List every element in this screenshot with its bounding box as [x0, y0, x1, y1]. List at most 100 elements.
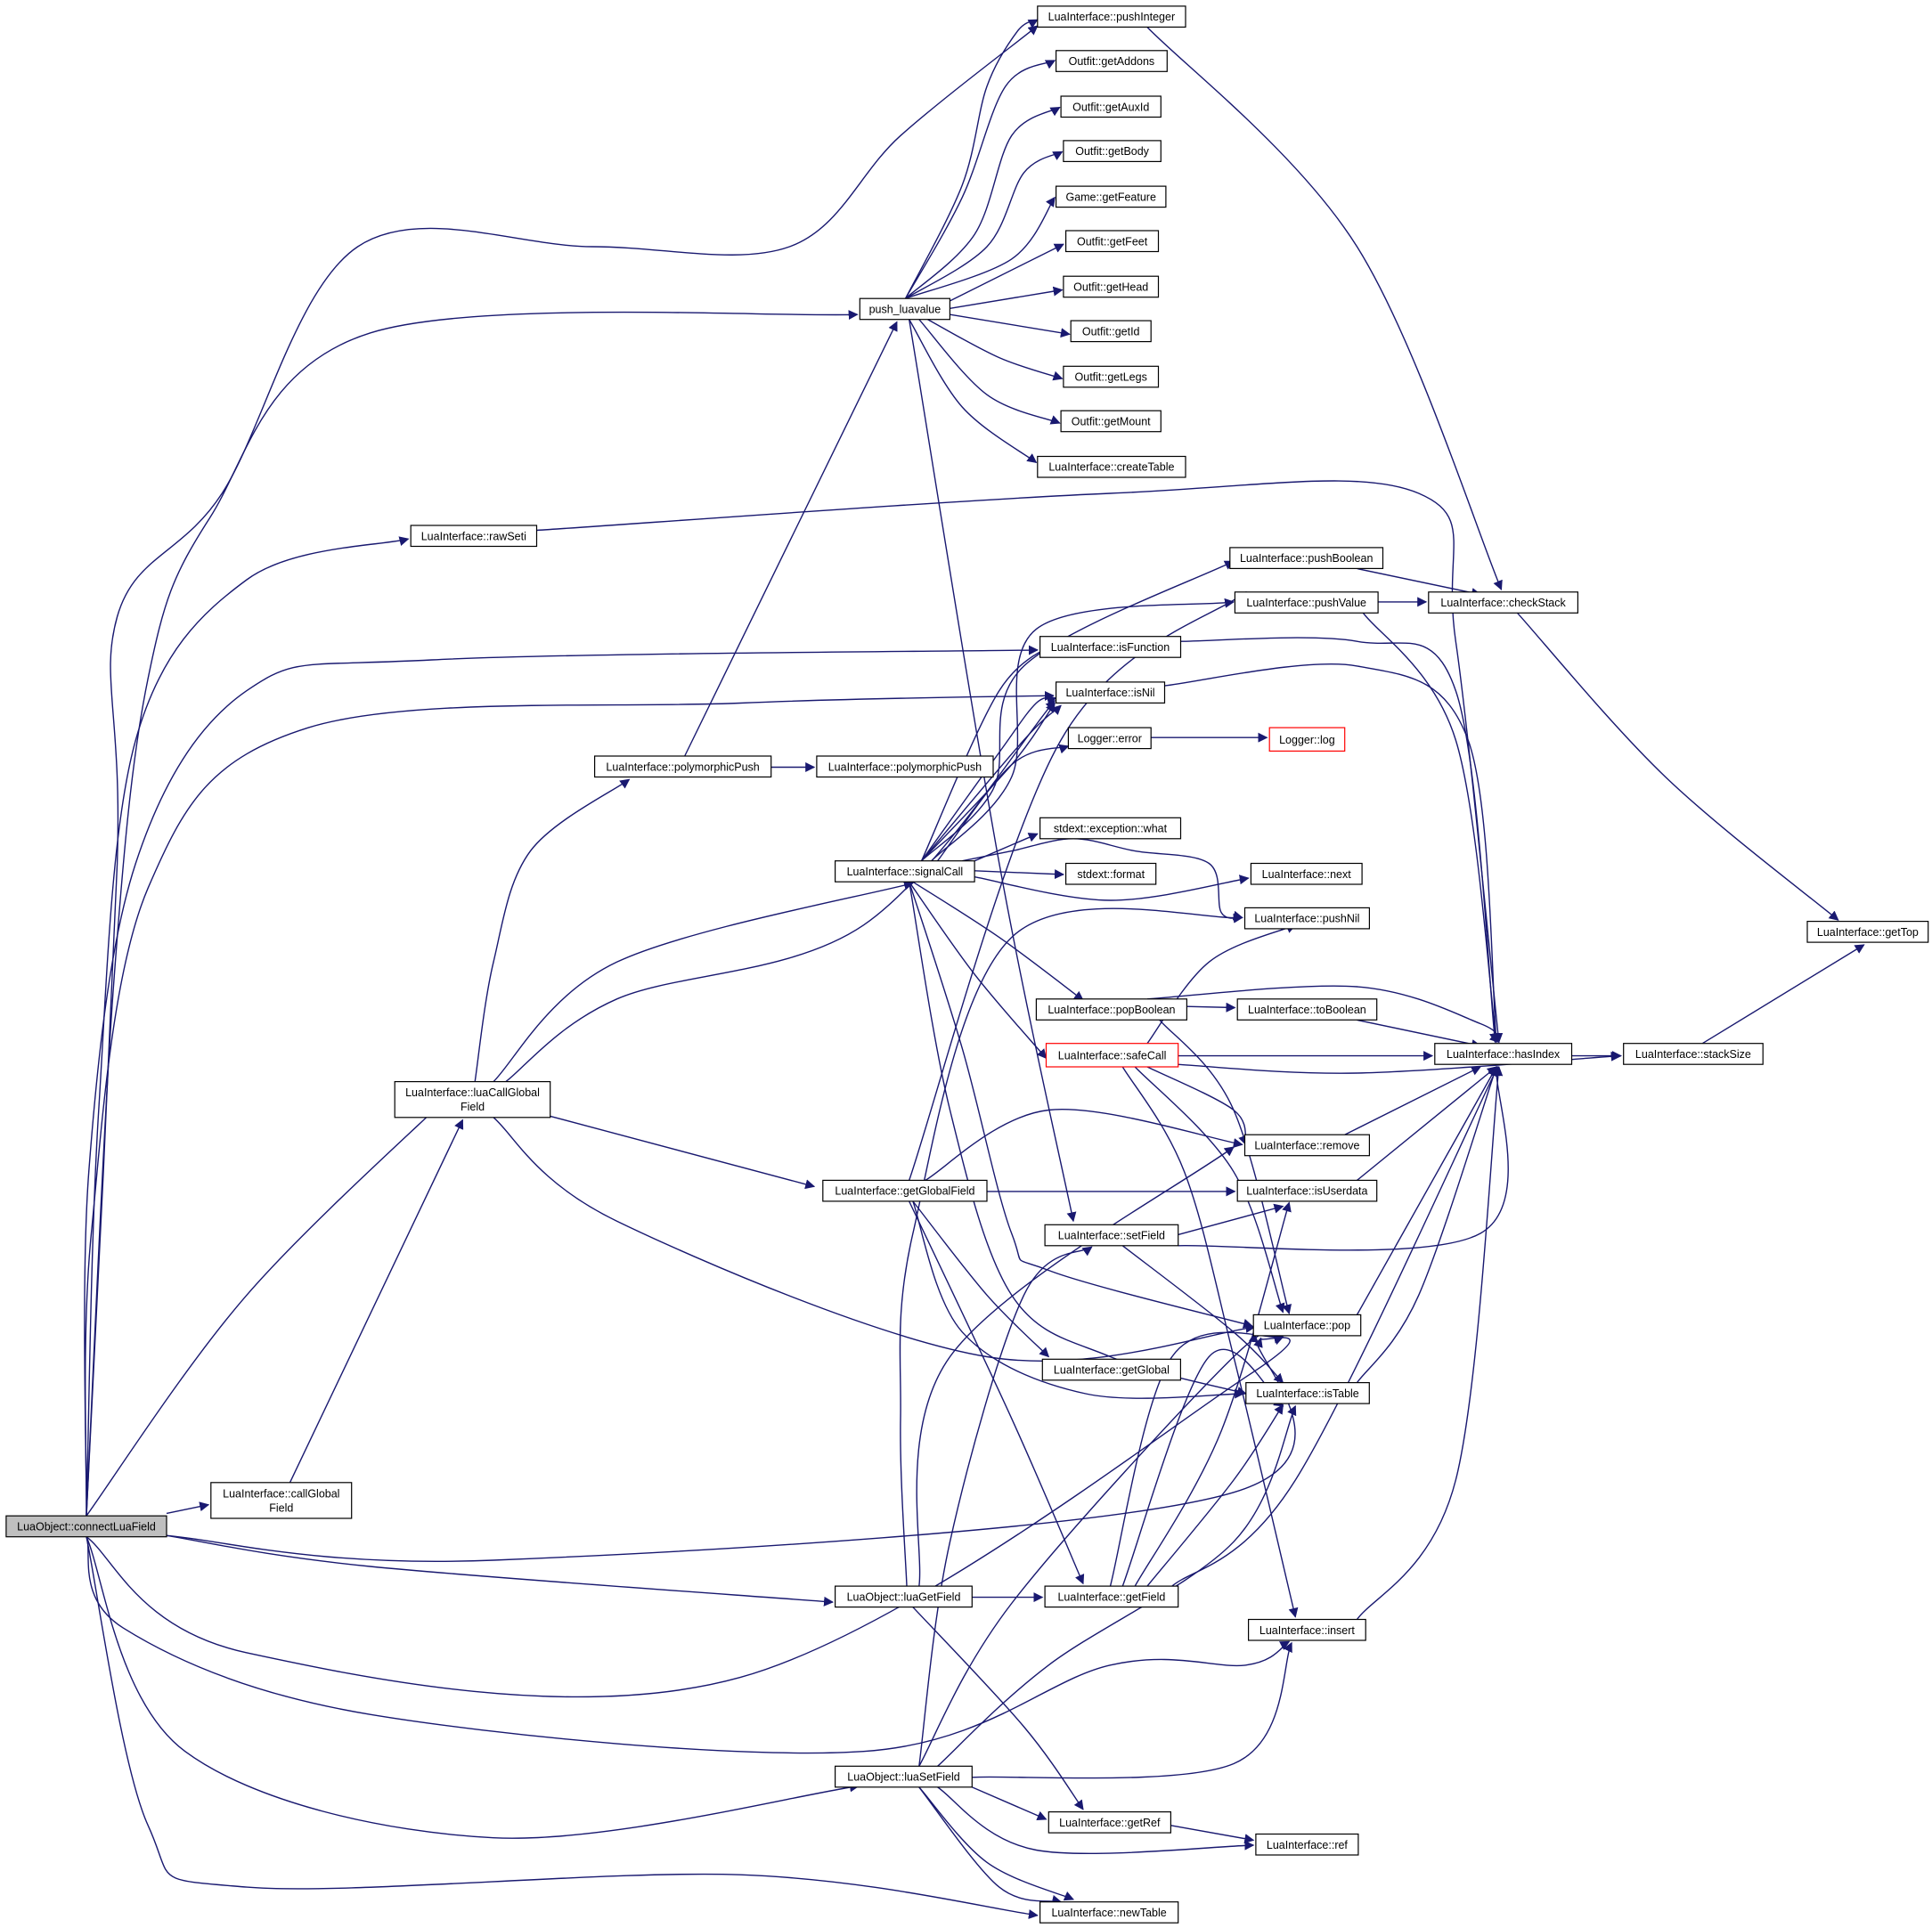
node-label: LuaObject::luaGetField	[847, 1590, 961, 1603]
node-box	[1234, 591, 1379, 614]
node-box	[1250, 862, 1363, 885]
node-ref[interactable]: LuaInterface::ref	[1255, 1833, 1359, 1856]
node-box	[859, 297, 950, 321]
node-luaSetField[interactable]: LuaObject::luaSetField	[834, 1765, 973, 1788]
node-getFeet[interactable]: Outfit::getFeet	[1064, 230, 1160, 253]
node-box	[1055, 50, 1168, 72]
nodes: LuaObject::connectLuaFieldLuaInterface::…	[5, 5, 1929, 1924]
node-isNil[interactable]: LuaInterface::isNil	[1055, 681, 1166, 704]
node-exceptionWhat[interactable]: stdext::exception::what	[1039, 817, 1182, 840]
node-label: LuaInterface::getGlobalField	[835, 1185, 974, 1198]
call-edge	[905, 106, 1061, 299]
node-label: Game::getFeature	[1065, 191, 1155, 203]
call-edge	[904, 19, 1039, 299]
node-getRef[interactable]: LuaInterface::getRef	[1048, 1810, 1172, 1834]
call-edge	[909, 591, 1247, 1181]
node-label: LuaInterface::polymorphicPush	[828, 761, 982, 773]
node-box	[1070, 320, 1152, 343]
node-getAuxId[interactable]: Outfit::getAuxId	[1060, 95, 1162, 118]
node-loggerLog[interactable]: Logger::log	[1268, 727, 1346, 752]
node-getField[interactable]: LuaInterface::getField	[1044, 1585, 1179, 1608]
call-edge	[1357, 1019, 1482, 1049]
node-hasIndex[interactable]: LuaInterface::hasIndex	[1434, 1043, 1573, 1065]
node-label: Outfit::getId	[1082, 325, 1140, 338]
node-box	[816, 755, 994, 778]
call-edge	[950, 313, 1071, 338]
node-box	[1044, 1585, 1179, 1608]
node-label: LuaInterface::popBoolean	[1048, 1004, 1175, 1016]
node-pop[interactable]: LuaInterface::pop	[1252, 1314, 1362, 1337]
call-edge	[166, 1534, 834, 1607]
node-pushValue[interactable]: LuaInterface::pushValue	[1234, 591, 1379, 614]
node-pushInteger[interactable]: LuaInterface::pushInteger	[1037, 5, 1186, 28]
call-edge	[86, 536, 410, 1517]
node-newTable[interactable]: LuaInterface::newTable	[1039, 1901, 1179, 1924]
node-loggerError[interactable]: Logger::error	[1067, 727, 1152, 750]
call-edge	[166, 1501, 210, 1515]
node-label: LuaInterface::checkStack	[1440, 597, 1566, 609]
node-isTable[interactable]: LuaInterface::isTable	[1245, 1381, 1370, 1404]
node-label: Outfit::getAuxId	[1072, 101, 1149, 113]
node-toBoolean[interactable]: LuaInterface::toBoolean	[1236, 998, 1378, 1021]
node-box	[1064, 230, 1160, 253]
node-label: LuaInterface::remove	[1254, 1140, 1359, 1152]
call-edge	[1159, 1019, 1292, 1315]
call-edge	[289, 1119, 464, 1484]
call-edge	[909, 882, 1253, 1329]
call-edge	[921, 560, 1235, 862]
call-edge	[84, 645, 1039, 1517]
node-getGlobal[interactable]: LuaInterface::getGlobal	[1041, 1358, 1182, 1381]
node-insert[interactable]: LuaInterface::insert	[1247, 1618, 1366, 1641]
call-edge	[1362, 612, 1501, 1044]
node-box	[834, 860, 975, 883]
node-luaGetField[interactable]: LuaObject::luaGetField	[834, 1585, 973, 1608]
node-createTable[interactable]: LuaInterface::createTable	[1037, 455, 1186, 478]
node-label: LuaInterface::getRef	[1059, 1817, 1161, 1829]
node-box	[410, 525, 538, 548]
node-getLegs[interactable]: Outfit::getLegs	[1063, 365, 1160, 388]
node-signalCall[interactable]: LuaInterface::signalCall	[834, 860, 975, 883]
node-push_luavalue[interactable]: push_luavalue	[859, 297, 950, 321]
call-edge	[493, 1117, 1256, 1363]
call-edge	[972, 1786, 1048, 1821]
node-getHead[interactable]: Outfit::getHead	[1063, 275, 1160, 298]
call-edge	[904, 60, 1056, 299]
node-safeCall[interactable]: LuaInterface::safeCall	[1045, 1043, 1179, 1068]
node-label: LuaInterface::hasIndex	[1447, 1048, 1561, 1061]
node-isUserdata[interactable]: LuaInterface::isUserdata	[1236, 1179, 1378, 1202]
node-box	[1623, 1043, 1764, 1065]
node-polymorphicPush1[interactable]: LuaInterface::polymorphicPush	[593, 755, 772, 778]
node-label: Outfit::getAddons	[1069, 55, 1155, 68]
node-label: LuaInterface::next	[1262, 868, 1352, 881]
node-getTop[interactable]: LuaInterface::getTop	[1806, 920, 1929, 943]
node-box	[822, 1179, 988, 1202]
call-edge	[912, 1200, 1050, 1358]
node-getGlobalField[interactable]: LuaInterface::getGlobalField	[822, 1179, 988, 1202]
node-checkStack[interactable]: LuaInterface::checkStack	[1428, 591, 1579, 614]
node-setField[interactable]: LuaInterface::setField	[1044, 1224, 1179, 1247]
node-pushNil[interactable]: LuaInterface::pushNil	[1243, 907, 1370, 930]
node-pushBoolean[interactable]: LuaInterface::pushBoolean	[1229, 547, 1384, 570]
node-popBoolean[interactable]: LuaInterface::popBoolean	[1035, 998, 1188, 1021]
node-label: LuaInterface::stackSize	[1635, 1048, 1751, 1061]
node-stackSize[interactable]: LuaInterface::stackSize	[1623, 1043, 1764, 1065]
node-connectLuaField[interactable]: LuaObject::connectLuaField	[5, 1515, 167, 1538]
node-isFunction[interactable]: LuaInterface::isFunction	[1039, 636, 1182, 658]
node-getMount[interactable]: Outfit::getMount	[1060, 410, 1162, 433]
call-edge	[905, 150, 1064, 299]
node-remove[interactable]: LuaInterface::remove	[1243, 1134, 1370, 1157]
call-edge	[972, 1641, 1292, 1779]
node-rawSeti[interactable]: LuaInterface::rawSeti	[410, 525, 538, 548]
node-box	[1806, 920, 1929, 943]
node-polymorphicPush2[interactable]: LuaInterface::polymorphicPush	[816, 755, 994, 778]
node-getAddons[interactable]: Outfit::getAddons	[1055, 50, 1168, 72]
node-getId[interactable]: Outfit::getId	[1070, 320, 1152, 343]
call-edge	[912, 1200, 1245, 1399]
node-getFeature[interactable]: Game::getFeature	[1055, 185, 1167, 208]
node-stdextFormat[interactable]: stdext::format	[1064, 862, 1157, 885]
node-getBody[interactable]: Outfit::getBody	[1063, 140, 1162, 162]
call-edge	[684, 321, 898, 757]
node-next[interactable]: LuaInterface::next	[1250, 862, 1363, 885]
